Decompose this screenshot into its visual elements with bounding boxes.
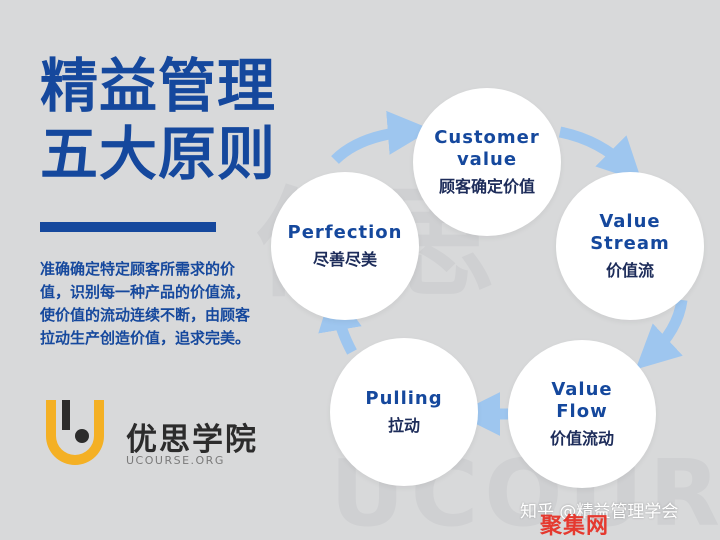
- site-watermark: 聚集网: [540, 514, 610, 539]
- principle-en-label: Customer value: [434, 127, 540, 170]
- title-line-2: 五大原则: [40, 120, 277, 188]
- principle-en-label: Value Stream: [590, 211, 670, 254]
- page-title: 精益管理 五大原则: [40, 52, 276, 188]
- principle-en-label: Pulling: [365, 388, 443, 409]
- principle-pulling: Pulling 拉动: [330, 338, 478, 486]
- arrow-customer-to-stream: [558, 126, 643, 182]
- arrow-stream-to-flow: [635, 299, 688, 370]
- logo-url: UCOURSE.ORG: [126, 454, 225, 467]
- title-underline: [40, 222, 216, 232]
- principle-en-label: Value Flow: [551, 379, 613, 422]
- principle-customer-value: Customer value 顾客确定价值: [413, 88, 561, 236]
- principle-cn-label: 价值流: [605, 261, 654, 280]
- principle-perfection: Perfection 尽善尽美: [271, 172, 419, 320]
- ucourse-logo-icon: [46, 400, 104, 465]
- title-line-1: 精益管理: [40, 52, 277, 120]
- principle-cn-label: 尽善尽美: [312, 250, 377, 269]
- principle-cn-label: 顾客确定价值: [438, 177, 535, 196]
- principle-value-stream: Value Stream 价值流: [556, 172, 704, 320]
- logo-name: 优思学院: [126, 422, 258, 458]
- description-text: 准确确定特定顾客所需求的价值，识别每一种产品的价值流，使价值的流动连续不断，由顾…: [40, 260, 251, 347]
- principle-cn-label: 拉动: [387, 416, 420, 435]
- principle-en-label: Perfection: [287, 222, 403, 243]
- principle-value-flow: Value Flow 价值流动: [508, 340, 656, 488]
- zhihu-watermark: 知乎 @精益管理学会: [520, 502, 679, 522]
- arrow-perfection-to-customer: [331, 110, 432, 165]
- principle-cn-label: 价值流动: [549, 429, 614, 448]
